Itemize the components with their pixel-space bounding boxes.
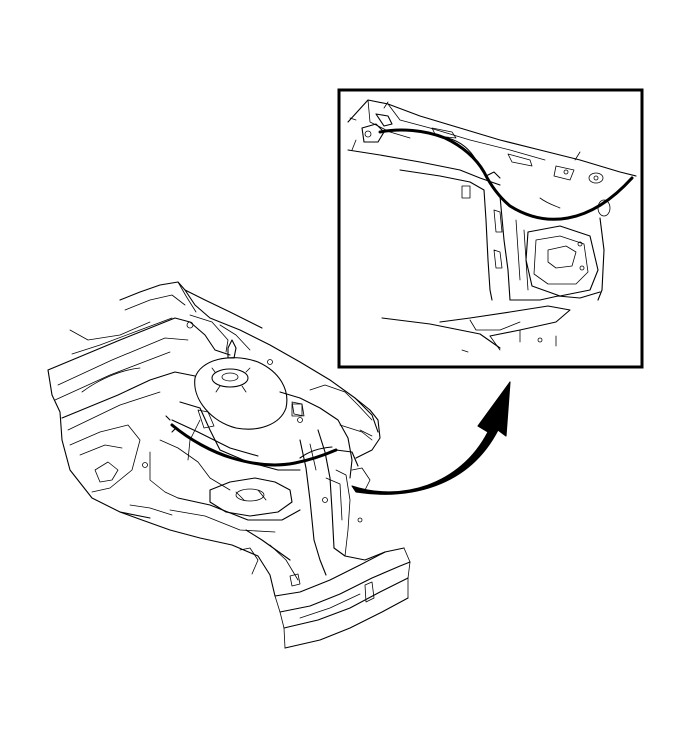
- wiring-harness-detail-view: [337, 88, 644, 369]
- vehicle-front-structure-drawing: [47, 281, 411, 649]
- curved-callout-arrow: [351, 381, 511, 495]
